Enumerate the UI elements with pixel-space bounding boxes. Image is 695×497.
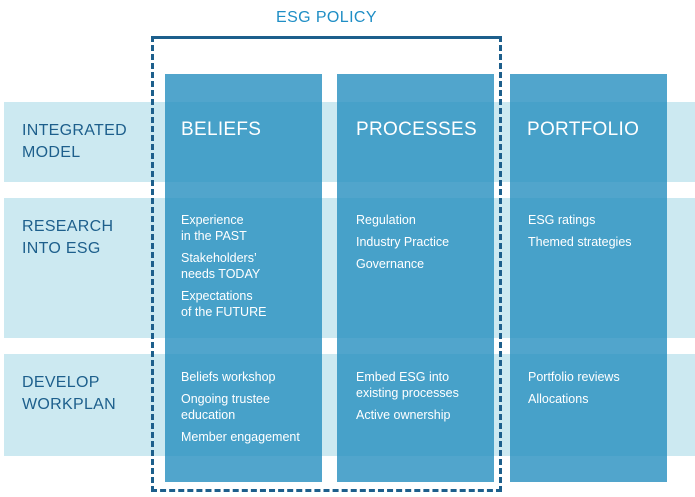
- row-label-develop-workplan: DEVELOP WORKPLAN: [22, 374, 116, 413]
- cell-item: Portfolio reviews: [528, 370, 620, 384]
- cell-processes-workplan: Embed ESG into existing processes Active…: [356, 369, 496, 429]
- cell-item: Industry Practice: [356, 235, 450, 249]
- cell-item: Themed strategies: [528, 235, 632, 249]
- cell-item: Beliefs workshop: [181, 370, 276, 384]
- cell-beliefs-research: Experience in the PAST Stakeholders’ nee…: [181, 212, 321, 326]
- cell-item: Allocations: [528, 392, 589, 406]
- esg-policy-frame: [151, 36, 502, 492]
- cell-item: Stakeholders’ needs TODAY: [181, 251, 261, 281]
- esg-policy-title: ESG POLICY: [276, 9, 377, 26]
- cell-item: Regulation: [356, 213, 416, 227]
- cell-beliefs-workplan: Beliefs workshop Ongoing trustee educati…: [181, 369, 331, 451]
- cell-item: Ongoing trustee education: [181, 392, 270, 422]
- cell-item: Active ownership: [356, 408, 451, 422]
- row-label-integrated-model: INTEGRATED MODEL: [22, 122, 127, 161]
- cell-item: Experience in the PAST: [181, 213, 247, 243]
- column-beliefs: [165, 74, 322, 482]
- cell-processes-research: Regulation Industry Practice Governance: [356, 212, 496, 278]
- cell-item: Expectations of the FUTURE: [181, 289, 267, 319]
- column-title-beliefs: BELIEFS: [181, 119, 262, 140]
- esg-policy-frame-top: [151, 36, 502, 39]
- column-processes: [337, 74, 494, 482]
- cell-item: Member engagement: [181, 430, 300, 444]
- row-label-research-into-esg: RESEARCH INTO ESG: [22, 218, 114, 257]
- column-portfolio: [510, 74, 667, 482]
- column-title-portfolio: PORTFOLIO: [527, 119, 640, 140]
- cell-item: Embed ESG into existing processes: [356, 370, 459, 400]
- cell-portfolio-research: ESG ratings Themed strategies: [528, 212, 668, 256]
- cell-item: ESG ratings: [528, 213, 596, 227]
- column-title-processes: PROCESSES: [356, 119, 477, 140]
- cell-item: Governance: [356, 257, 425, 271]
- cell-portfolio-workplan: Portfolio reviews Allocations: [528, 369, 668, 413]
